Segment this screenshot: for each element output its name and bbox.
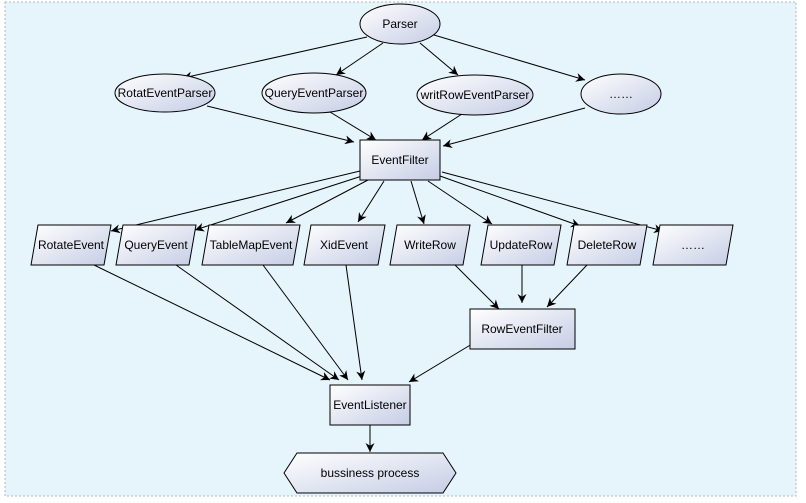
query-event-parser-node: QueryEventParser bbox=[261, 72, 367, 114]
row-event-filter-label: RowEventFilter bbox=[481, 322, 562, 336]
parser-node: Parser bbox=[359, 3, 441, 45]
edge-parser-moreparsers bbox=[433, 34, 586, 82]
edge-filter-deleterow bbox=[439, 175, 581, 228]
rotate-event-label: RotateEvent bbox=[38, 238, 105, 252]
edge-filter-xidevent bbox=[357, 180, 385, 223]
event-listener-label: EventListener bbox=[333, 398, 406, 412]
event-filter-node: EventFilter bbox=[359, 139, 441, 181]
edge-filter-writerow bbox=[410, 180, 426, 225]
xid-event-label: XidEvent bbox=[320, 238, 369, 252]
business-process-label: bussiness process bbox=[321, 466, 420, 480]
edge-filter-updaterow bbox=[427, 180, 493, 225]
edge-parser-queryparser bbox=[335, 42, 384, 76]
edge-filter-moreevents bbox=[441, 171, 664, 234]
edges bbox=[93, 34, 664, 452]
edge-writeparser-filter bbox=[421, 111, 466, 141]
delete-row-node: DeleteRow bbox=[566, 224, 648, 266]
more-parsers-label: …… bbox=[609, 87, 633, 101]
edge-parser-writeparser bbox=[419, 42, 459, 76]
edge-writerow-roweventfilter bbox=[454, 264, 500, 310]
business-process-node: bussiness process bbox=[283, 452, 457, 494]
delete-row-label: DeleteRow bbox=[578, 238, 637, 252]
rotate-event-parser-node: RotatEventParser bbox=[114, 73, 216, 113]
xid-event-node: XidEvent bbox=[303, 224, 386, 266]
rotate-event-node: RotateEvent bbox=[30, 224, 112, 266]
write-row-event-parser-label: writRowEventParser bbox=[420, 88, 530, 102]
edge-deleterow-roweventfilter bbox=[546, 264, 588, 308]
table-map-event-node: TableMapEvent bbox=[201, 224, 301, 266]
query-event-parser-label: QueryEventParser bbox=[265, 86, 364, 100]
edge-queryparser-filter bbox=[329, 111, 377, 141]
edge-filter-queryevent bbox=[194, 175, 363, 232]
write-row-event-parser-node: writRowEventParser bbox=[416, 74, 534, 116]
row-event-filter-node: RowEventFilter bbox=[469, 308, 576, 350]
edge-rotateevent-listener bbox=[93, 264, 331, 381]
edge-filter-rotateevent bbox=[110, 170, 361, 234]
write-row-node: WriteRow bbox=[389, 224, 471, 266]
edge-roweventfilter-listener bbox=[408, 343, 473, 383]
more-parsers-node: …… bbox=[580, 73, 662, 115]
write-row-label: WriteRow bbox=[404, 238, 456, 252]
edge-moreparsers-filter bbox=[442, 107, 586, 149]
edge-xidevent-listener bbox=[345, 264, 366, 381]
edge-rotateparser-filter bbox=[206, 105, 355, 145]
edge-queryevent-listener bbox=[175, 264, 340, 381]
query-event-node: QueryEvent bbox=[115, 224, 197, 266]
table-map-event-label: TableMapEvent bbox=[210, 238, 293, 252]
edge-filter-tablemapevent bbox=[285, 179, 369, 224]
more-events-node: …… bbox=[652, 224, 734, 266]
parser-label: Parser bbox=[382, 17, 417, 31]
more-events-label: …… bbox=[681, 238, 705, 252]
query-event-label: QueryEvent bbox=[124, 238, 188, 252]
edge-tablemapevent-listener bbox=[262, 264, 349, 381]
rotate-event-parser-label: RotatEventParser bbox=[118, 86, 213, 100]
update-row-label: UpdateRow bbox=[490, 238, 553, 252]
event-filter-label: EventFilter bbox=[371, 153, 428, 167]
update-row-node: UpdateRow bbox=[480, 224, 562, 266]
edge-parser-rotateparser bbox=[182, 36, 368, 81]
event-listener-node: EventListener bbox=[329, 384, 411, 426]
